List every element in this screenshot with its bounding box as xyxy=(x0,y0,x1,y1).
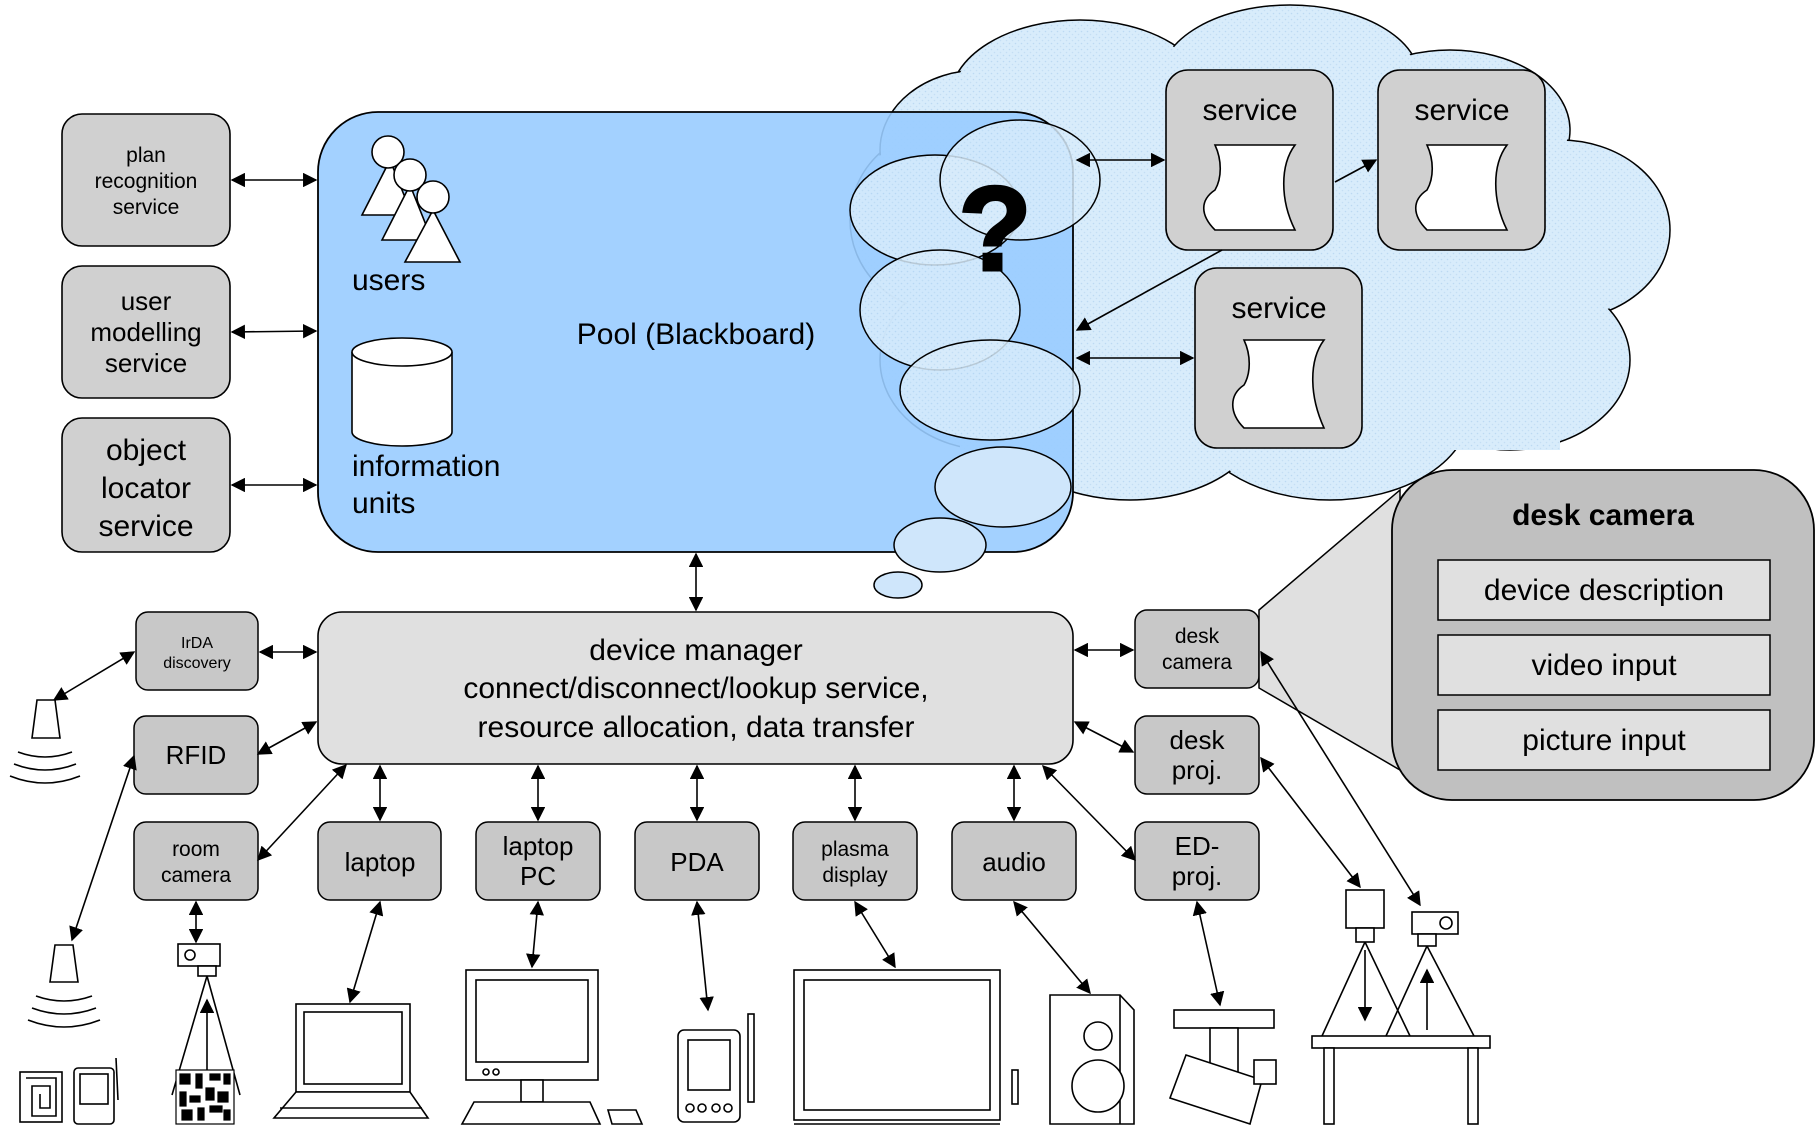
user-modelling-line1: user xyxy=(121,286,172,316)
irda-sensor-icon xyxy=(9,699,81,784)
device-description-label: device description xyxy=(1484,574,1724,607)
speaker-icon xyxy=(1049,994,1135,1125)
pda-icon xyxy=(677,1013,755,1123)
desk-projector-icon xyxy=(1321,889,1411,1037)
plasma-line2: display xyxy=(822,864,888,887)
rfid-reader-icon xyxy=(27,944,101,1028)
object-locator-service: object locator service xyxy=(61,417,231,553)
irda-line1: IrDA xyxy=(181,635,213,652)
information-units-label-2: units xyxy=(352,487,415,520)
rfid-label: RFID xyxy=(166,740,227,770)
desk-proj-line1: desk xyxy=(1170,725,1226,755)
plan-recognition-line1: plan xyxy=(126,144,166,167)
plan-recognition-line2: recognition xyxy=(95,170,198,193)
desk-projector-box: desk proj. xyxy=(1134,715,1260,795)
laptop-box: laptop xyxy=(317,821,442,901)
irda-discovery-box: IrDA discovery xyxy=(135,611,259,691)
rfid-box: RFID xyxy=(133,715,259,795)
device-manager-line3: resource allocation, data transfer xyxy=(478,711,915,744)
plasma-line1: plasma xyxy=(821,838,889,861)
question-mark: ? xyxy=(958,162,1031,296)
information-units-label-1: information xyxy=(352,450,500,483)
laptop-pc-line2: PC xyxy=(520,861,556,891)
panel-callout xyxy=(1258,488,1401,772)
audio-box: audio xyxy=(951,821,1077,901)
cloud-service-1-label: service xyxy=(1202,94,1297,127)
user-modelling-service: user modelling service xyxy=(61,265,231,399)
desk-camera-panel: desk camera device description video inp… xyxy=(1391,469,1815,801)
laptop-pc-box: laptop PC xyxy=(475,821,601,901)
database-icon xyxy=(351,337,453,447)
scroll-icon xyxy=(1231,339,1326,429)
rfid-tag-icon xyxy=(19,1071,63,1123)
qr-code-icon xyxy=(175,1069,235,1125)
desktop-pc-icon xyxy=(460,969,644,1125)
laptop-icon xyxy=(272,1003,430,1119)
scroll-icon xyxy=(1202,144,1297,231)
desk-camera-icon xyxy=(1385,911,1475,1037)
thought-bubble-dots xyxy=(873,446,1072,599)
plan-recognition-line3: service xyxy=(113,196,180,219)
picture-input-label: picture input xyxy=(1522,724,1686,757)
desk-camera-line2: camera xyxy=(1162,651,1232,674)
desk-camera-panel-title: desk camera xyxy=(1512,499,1694,532)
cloud-service-3: service xyxy=(1194,267,1363,449)
scroll-icon xyxy=(1414,144,1509,231)
laptop-label: laptop xyxy=(345,847,416,877)
handheld-icon xyxy=(73,1057,119,1125)
device-manager-line1: device manager xyxy=(589,634,802,667)
users-icon xyxy=(360,135,462,263)
desk-camera-line1: desk xyxy=(1175,625,1220,648)
desk-proj-line2: proj. xyxy=(1172,755,1223,785)
device-manager-line2: connect/disconnect/lookup service, xyxy=(463,672,928,705)
room-camera-line1: room xyxy=(172,838,220,861)
pda-box: PDA xyxy=(634,821,760,901)
object-locator-line3: service xyxy=(98,510,193,543)
plan-recognition-service: plan recognition service xyxy=(61,113,231,247)
ed-projector-icon xyxy=(1168,1009,1277,1126)
users-label: users xyxy=(352,264,425,297)
thought-bubble xyxy=(849,119,1101,441)
laptop-pc-line1: laptop xyxy=(503,831,574,861)
pda-label: PDA xyxy=(670,847,724,877)
plasma-display-icon xyxy=(793,969,1019,1125)
audio-label: audio xyxy=(982,847,1046,877)
ed-proj-line2: proj. xyxy=(1172,861,1223,891)
cloud-service-2: service xyxy=(1377,69,1546,251)
object-locator-line1: object xyxy=(106,434,187,467)
ed-proj-line1: ED- xyxy=(1175,831,1220,861)
desk-camera-box: desk camera xyxy=(1134,609,1260,689)
cloud-service-2-label: service xyxy=(1414,94,1509,127)
pool-title: Pool (Blackboard) xyxy=(577,318,815,351)
video-input-label: video input xyxy=(1531,649,1677,682)
cloud-service-1: service xyxy=(1165,69,1334,251)
object-locator-line2: locator xyxy=(101,472,191,505)
room-camera-line2: camera xyxy=(161,864,231,887)
irda-line2: discovery xyxy=(163,655,231,672)
device-manager: device manager connect/disconnect/lookup… xyxy=(317,611,1074,765)
cloud-service-3-label: service xyxy=(1231,292,1326,325)
plasma-display-box: plasma display xyxy=(792,821,918,901)
connector-arrows xyxy=(52,152,1421,1012)
desk-table-icon xyxy=(1311,1035,1491,1125)
room-camera-box: room camera xyxy=(133,821,259,901)
user-modelling-line2: modelling xyxy=(90,317,201,347)
ed-projector-box: ED- proj. xyxy=(1134,821,1260,901)
user-modelling-line3: service xyxy=(105,348,187,378)
